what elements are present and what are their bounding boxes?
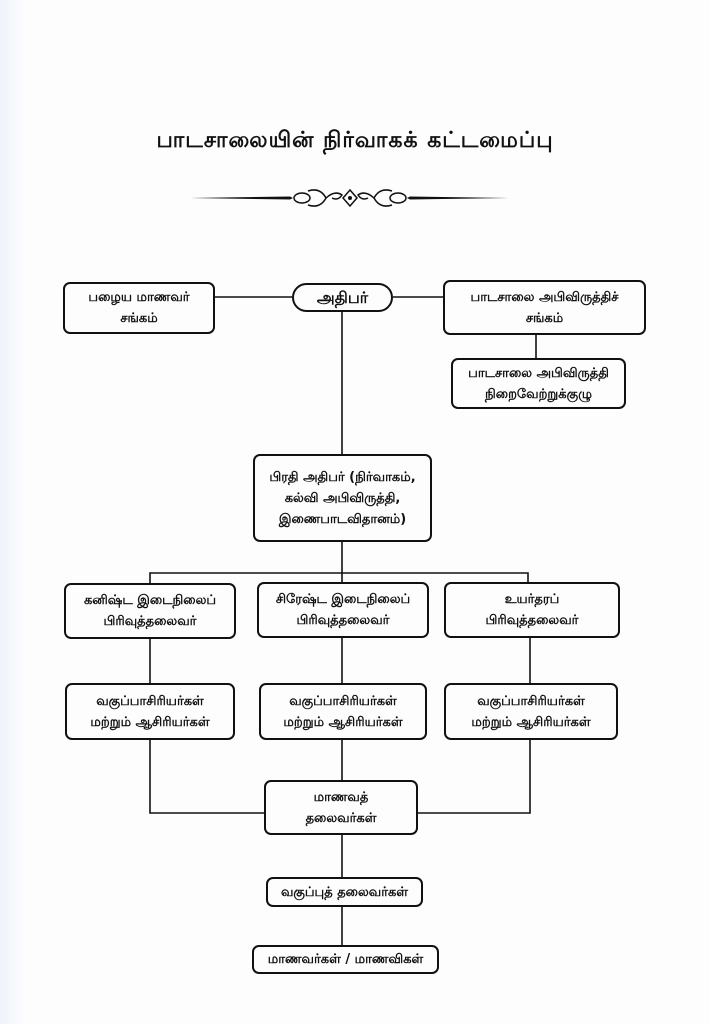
deputy-principal-box: பிரதி அதிபர் (நிர்வாகம், கல்வி அபிவிருத்… bbox=[253, 454, 432, 542]
box-line: சங்கம் bbox=[525, 310, 564, 326]
box-line: பிரதி அதிபர் (நிர்வாகம், bbox=[269, 469, 416, 485]
box-line: பிரிவுத்தலைவர் bbox=[485, 613, 579, 628]
student-prefects-box: மாணவத் தலைவர்கள் bbox=[264, 780, 418, 835]
page-title: பாடசாலையின் நிர்வாகக் கட்டமைப்பு bbox=[156, 128, 554, 153]
junior-secondary-head-box: கனிஷ்ட இடைநிலைப் பிரிவுத்தலைவர் bbox=[64, 583, 236, 639]
box-line: மற்றும் ஆசிரியர்கள் bbox=[90, 714, 210, 730]
box-line: இணைபாடவிதானம்) bbox=[278, 511, 407, 527]
school-development-society-box: பாடசாலை அபிவிருத்திச் சங்கம் bbox=[443, 280, 646, 335]
principal-label: அதிபர் bbox=[316, 288, 369, 307]
box-line: வகுப்பாசிரியர்கள் bbox=[289, 693, 397, 709]
box-line: பிரிவுத்தலைவர் bbox=[296, 613, 390, 628]
box-line: பிரிவுத்தலைவர் bbox=[103, 614, 197, 629]
box-line: கனிஷ்ட இடைநிலைப் bbox=[83, 593, 217, 608]
scan-edge-shade bbox=[0, 0, 26, 1024]
old-students-association-box: பழைய மாணவர் சங்கம் bbox=[63, 282, 215, 334]
box-line: பாடசாலை அபிவிருத்திச் bbox=[470, 289, 619, 305]
box-line: பாடசாலை அபிவிருத்தி bbox=[468, 365, 609, 381]
box-line: சங்கம் bbox=[120, 311, 158, 326]
box-line: வகுப்பாசிரியர்கள் bbox=[96, 693, 204, 709]
teachers-box-senior: வகுப்பாசிரியர்கள் மற்றும் ஆசிரியர்கள் bbox=[259, 683, 427, 740]
sdc-executive-committee-box: பாடசாலை அபிவிருத்தி நிறைவேற்றுக்குழு bbox=[451, 358, 626, 409]
box-line: கல்வி அபிவிருத்தி, bbox=[284, 490, 401, 506]
principal-box: அதிபர் bbox=[292, 283, 393, 312]
box-line: மற்றும் ஆசிரியர்கள் bbox=[471, 714, 591, 730]
box-line: உயர்தரப் bbox=[504, 592, 560, 607]
box-line: பழைய மாணவர் bbox=[88, 290, 190, 305]
box-line: மாணவத் bbox=[313, 789, 369, 805]
class-leaders-box: வகுப்புத் தலைவர்கள் bbox=[266, 877, 423, 907]
senior-secondary-head-box: சிரேஷ்ட இடைநிலைப் பிரிவுத்தலைவர் bbox=[257, 582, 429, 638]
ornament-divider-icon bbox=[190, 188, 510, 208]
teachers-box-junior: வகுப்பாசிரியர்கள் மற்றும் ஆசிரியர்கள் bbox=[65, 683, 235, 740]
box-line: வகுப்புத் தலைவர்கள் bbox=[280, 884, 409, 900]
box-line: மாணவர்கள் / மாணவிகள் bbox=[267, 952, 424, 967]
box-line: சிரேஷ்ட இடைநிலைப் bbox=[275, 592, 411, 607]
advanced-level-head-box: உயர்தரப் பிரிவுத்தலைவர் bbox=[444, 582, 620, 638]
box-line: மற்றும் ஆசிரியர்கள் bbox=[283, 714, 403, 730]
box-line: வகுப்பாசிரியர்கள் bbox=[477, 693, 585, 709]
box-line: நிறைவேற்றுக்குழு bbox=[485, 386, 592, 402]
students-box: மாணவர்கள் / மாணவிகள் bbox=[252, 945, 439, 974]
box-line: தலைவர்கள் bbox=[305, 810, 377, 826]
teachers-box-advanced: வகுப்பாசிரியர்கள் மற்றும் ஆசிரியர்கள் bbox=[444, 683, 618, 740]
